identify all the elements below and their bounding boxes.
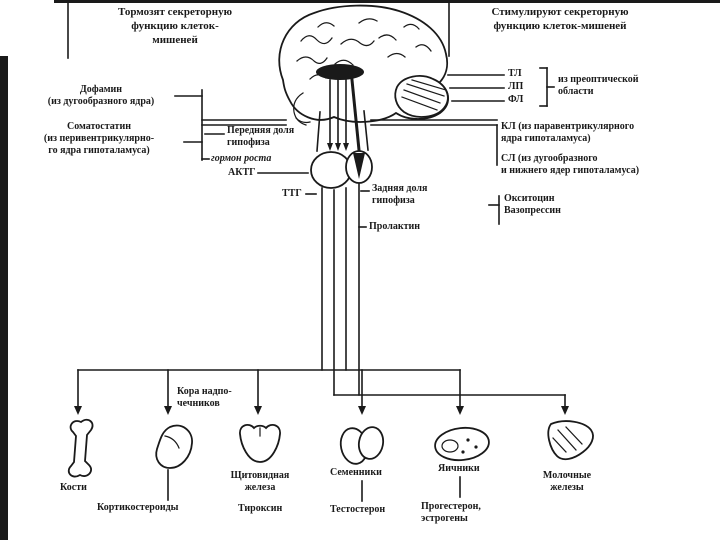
label-testosterone: Тестостерон (330, 504, 386, 515)
adrenal-drawing (155, 424, 193, 469)
label-ttg: ТТГ (282, 188, 302, 199)
label-posterior-lobe: Задняя доля гипофиза (372, 183, 428, 206)
label-anterior-lobe: Передняя доля гипофиза (227, 125, 295, 148)
label-dopamine: Дофамин (из дугообразного ядра) (47, 84, 155, 107)
testes-drawing (339, 426, 385, 465)
label-stimulate-title: Стимулируют секреторную функцию клеток-м… (491, 6, 629, 32)
label-kl: КЛ (из паравентрикулярного ядра гипотала… (501, 121, 635, 144)
pituitary-drawing (310, 64, 373, 189)
label-bones: Кости (60, 482, 87, 493)
cerebellum-drawing (394, 75, 449, 118)
label-ovaries: Яичники (438, 463, 480, 474)
label-growth-hormone: гормон роста (211, 153, 272, 164)
brain-drawing (278, 4, 450, 152)
label-thyroxine: Тироксин (238, 503, 283, 514)
label-corticosteroids: Кортикостероиды (97, 502, 179, 513)
thyroid-drawing (239, 423, 281, 463)
label-inhibit-title: Тормозят секреторную функцию клеток- миш… (117, 6, 233, 46)
label-acth: АКТГ (228, 167, 256, 178)
label-progesterone-estrogens: Прогестерон, эстрогены (421, 501, 481, 524)
label-thyroid: Щитовидная железа (230, 470, 290, 493)
mammary-drawing (547, 420, 594, 461)
ovary-drawing (434, 426, 490, 462)
label-preoptic: из преоптической области (558, 74, 639, 97)
label-oxytocin-vasopressin: Окситоцин Вазопрессин (504, 193, 561, 216)
connector-lines (74, 67, 569, 502)
label-testes: Семенники (330, 467, 382, 478)
label-prolactin: Пролактин (369, 221, 421, 232)
label-adrenal-cortex: Кора надпо- чечников (177, 386, 232, 409)
bone-drawing (67, 418, 94, 478)
label-sl: СЛ (из дугообразного и нижнего ядер гипо… (501, 153, 640, 176)
label-mammary: Молочные железы (542, 470, 592, 493)
label-tl-lp-fl: ТЛ ЛП ФЛ (508, 68, 524, 105)
label-somatostatin: Соматостатин (из перивентрикулярно- го я… (43, 121, 155, 156)
